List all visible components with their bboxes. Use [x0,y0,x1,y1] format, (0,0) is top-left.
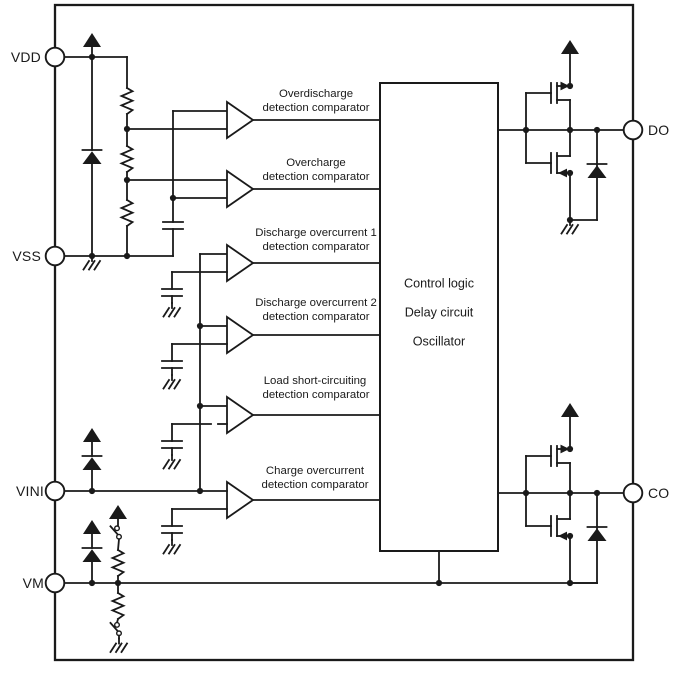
pin-label-vss: VSS [12,248,41,264]
switch-icon [109,525,123,540]
do-driver [498,40,624,235]
pin-label-co: CO [648,485,669,501]
pin-vdd: VDD [11,46,66,68]
comparator-label: detection comparator [261,479,368,491]
pin-do: DO [622,119,669,141]
resistor-icon [111,592,125,620]
power-arrow-icon [109,505,127,519]
reference-rail [63,110,228,257]
overdischarge-comparator: Overdischarge detection comparator [226,88,381,139]
pin-circle [44,46,66,68]
vdd-esd-network [63,33,128,271]
diode-icon [81,149,103,165]
overcharge-comparator: Overcharge detection comparator [226,157,381,208]
pin-label-vdd: VDD [11,49,41,65]
pin-circle [44,245,66,267]
pin-circle [44,480,66,502]
esd-diode-icon [83,428,102,491]
comparator-label: detection comparator [262,311,369,323]
pin-label-vm: VM [23,575,44,591]
charge-overcurrent-comparator: Charge overcurrent detection comparator [162,465,381,554]
control-logic-block: Control logic Delay circuit Oscillator [379,82,499,552]
pin-vss: VSS [12,245,66,267]
discharge-overcurrent1-comparator: Discharge overcurrent 1 detection compar… [162,227,381,317]
pin-co: CO [622,482,669,504]
vm-pullup-branch [109,505,127,584]
pin-vm: VM [23,572,66,594]
comparator-label: Discharge overcurrent 2 [255,297,377,309]
pin-vini: VINI [16,480,66,502]
overcurrent-sense-rail [196,253,228,495]
vm-pulldown-branch [109,582,128,653]
comparator-label: detection comparator [262,171,369,183]
ground-icon [109,637,128,653]
co-driver [498,403,624,586]
block-label-delay-circuit: Delay circuit [405,306,474,320]
resistor-icon [120,199,134,227]
vm-network [63,505,598,653]
delay-capacitor-icon [162,424,182,469]
cmos-driver-icon [498,40,624,223]
resistor-icon [120,87,134,115]
comparator-label: detection comparator [262,102,369,114]
pin-label-vini: VINI [16,483,44,499]
resistor-icon [120,145,134,173]
comparator-label: Discharge overcurrent 1 [255,227,377,239]
esd-diode-icon [83,520,102,583]
power-arrow-icon [83,33,101,47]
pin-circle [622,482,644,504]
pin-label-do: DO [648,122,669,138]
ground-icon [560,219,579,235]
comparator-icon [226,396,381,434]
comparator-label: detection comparator [262,241,369,253]
ic-boundary [53,3,635,662]
comparator-label: Load short-circuiting [264,375,367,387]
discharge-overcurrent2-comparator: Discharge overcurrent 2 detection compar… [162,297,381,389]
comparator-label: Overdischarge [279,88,353,100]
delay-capacitor-icon [162,272,182,317]
delay-capacitor-icon [162,344,182,389]
delay-capacitor-icon [162,509,182,554]
voltage-divider [120,56,228,260]
comparator-label: Charge overcurrent [266,465,365,477]
cmos-driver-icon [498,403,624,586]
comparator-label: Overcharge [286,157,346,169]
block-label-control-logic: Control logic [404,277,474,291]
block-label-oscillator: Oscillator [413,335,465,349]
capacitor-icon [162,221,184,230]
pin-circle [44,572,66,594]
switch-icon [109,621,123,637]
load-short-comparator: Load short-circuiting detection comparat… [162,375,381,469]
vini-network [63,428,228,495]
pin-circle [622,119,644,141]
comparator-label: detection comparator [262,389,369,401]
resistor-icon [111,549,125,577]
